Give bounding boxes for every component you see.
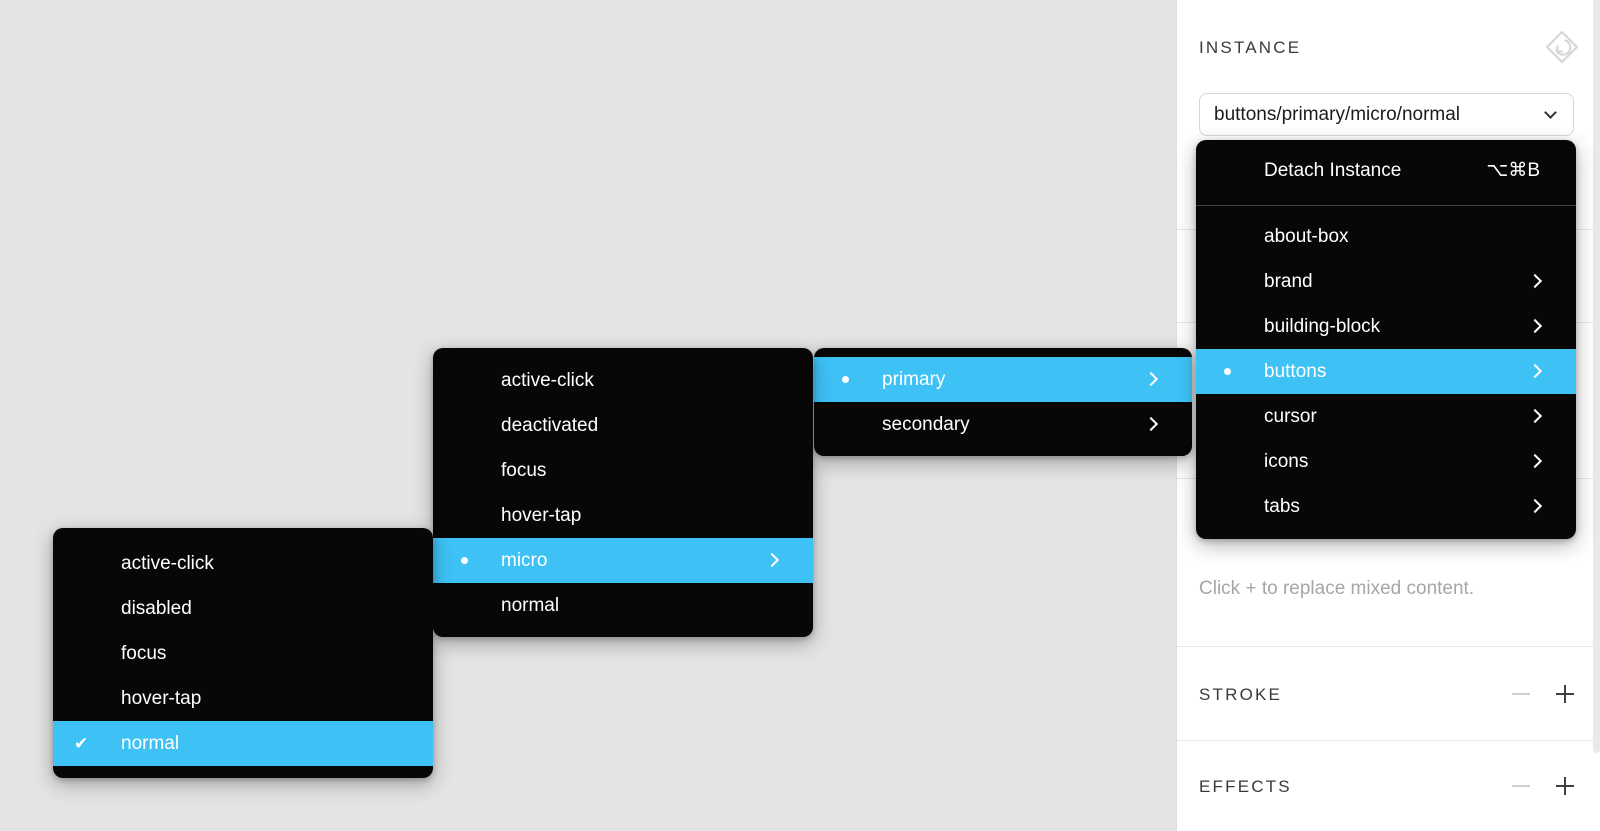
- submenu-arrow-icon: [1527, 363, 1543, 379]
- stroke-remove-button[interactable]: [1512, 693, 1530, 695]
- mixed-content-hint: Click + to replace mixed content.: [1199, 578, 1475, 599]
- checkmark-icon: ✔: [74, 734, 89, 753]
- instance-select-value: buttons/primary/micro/normal: [1214, 103, 1461, 125]
- menu-item-label: tabs: [1264, 495, 1300, 517]
- menu-item-label: brand: [1264, 270, 1313, 292]
- menu-item-label: primary: [882, 368, 946, 390]
- panel-divider: [1177, 646, 1600, 647]
- current-selection-bullet-icon: [1224, 368, 1231, 375]
- submenu-arrow-icon: [1527, 408, 1543, 424]
- menu-item-label: micro: [501, 549, 548, 571]
- menu-item-label: disabled: [121, 597, 192, 619]
- menu-item-about-box[interactable]: about-box: [1196, 214, 1576, 259]
- submenu-arrow-icon: [1527, 453, 1543, 469]
- menu-item-label: focus: [501, 459, 547, 481]
- menu-item-active-click[interactable]: active-click: [433, 358, 813, 403]
- stroke-add-button[interactable]: [1556, 685, 1574, 703]
- chevron-down-icon: [1544, 106, 1557, 119]
- menu-item-label: cursor: [1264, 405, 1317, 427]
- panel-divider: [1177, 740, 1600, 741]
- menu-item-building-block[interactable]: building-block: [1196, 304, 1576, 349]
- menu-item-label: hover-tap: [121, 687, 202, 709]
- component-dropdown-menu: Detach Instance ⌥⌘B about-box brand buil…: [1196, 140, 1576, 539]
- menu-item-buttons[interactable]: buttons: [1196, 349, 1576, 394]
- menu-item-label: icons: [1264, 450, 1309, 472]
- stroke-section-title: STROKE: [1199, 685, 1283, 704]
- submenu-arrow-icon: [764, 552, 780, 568]
- menu-item-primary[interactable]: primary: [814, 357, 1192, 402]
- menu-item-label: normal: [121, 732, 180, 754]
- instance-swap-icon[interactable]: [1543, 28, 1581, 66]
- menu-item-focus[interactable]: focus: [433, 448, 813, 493]
- menu-item-shortcut: ⌥⌘B: [1486, 160, 1540, 181]
- menu-item-active-click[interactable]: active-click: [53, 541, 433, 586]
- current-selection-bullet-icon: [842, 376, 849, 383]
- submenu-arrow-icon: [1143, 371, 1159, 387]
- menu-item-focus[interactable]: focus: [53, 631, 433, 676]
- menu-item-cursor[interactable]: cursor: [1196, 394, 1576, 439]
- menu-item-normal-selected[interactable]: ✔ normal: [53, 721, 433, 766]
- menu-item-normal[interactable]: normal: [433, 583, 813, 628]
- instance-section-title: INSTANCE: [1199, 38, 1302, 57]
- menu-item-deactivated[interactable]: deactivated: [433, 403, 813, 448]
- menu-item-disabled[interactable]: disabled: [53, 586, 433, 631]
- submenu-variant-group: primary secondary: [814, 348, 1192, 456]
- menu-item-label: deactivated: [501, 414, 599, 436]
- panel-scrollbar[interactable]: [1593, 0, 1600, 753]
- submenu-arrow-icon: [1527, 318, 1543, 334]
- menu-item-label: buttons: [1264, 360, 1327, 382]
- menu-item-label: Detach Instance: [1264, 159, 1402, 181]
- menu-item-hover-tap[interactable]: hover-tap: [53, 676, 433, 721]
- effects-section-title: EFFECTS: [1199, 777, 1292, 796]
- menu-item-hover-tap[interactable]: hover-tap: [433, 493, 813, 538]
- submenu-variant-state: active-click disabled focus hover-tap ✔ …: [53, 528, 433, 778]
- menu-item-label: building-block: [1264, 315, 1381, 337]
- menu-item-tabs[interactable]: tabs: [1196, 484, 1576, 529]
- menu-separator: [1196, 205, 1576, 206]
- submenu-arrow-icon: [1527, 273, 1543, 289]
- menu-item-label: about-box: [1264, 225, 1349, 247]
- menu-item-label: focus: [121, 642, 167, 664]
- menu-item-label: secondary: [882, 413, 970, 435]
- instance-select[interactable]: buttons/primary/micro/normal: [1199, 93, 1574, 136]
- menu-item-label: active-click: [121, 552, 214, 574]
- menu-item-detach-instance[interactable]: Detach Instance ⌥⌘B: [1196, 148, 1576, 193]
- effects-remove-button[interactable]: [1512, 785, 1530, 787]
- effects-add-button[interactable]: [1556, 777, 1574, 795]
- submenu-arrow-icon: [1527, 498, 1543, 514]
- submenu-variant-size: active-click deactivated focus hover-tap…: [433, 348, 813, 637]
- submenu-arrow-icon: [1143, 416, 1159, 432]
- menu-item-micro[interactable]: micro: [433, 538, 813, 583]
- current-selection-bullet-icon: [461, 557, 468, 564]
- menu-item-secondary[interactable]: secondary: [814, 402, 1192, 447]
- menu-item-icons[interactable]: icons: [1196, 439, 1576, 484]
- menu-item-brand[interactable]: brand: [1196, 259, 1576, 304]
- menu-item-label: hover-tap: [501, 504, 582, 526]
- menu-item-label: active-click: [501, 369, 594, 391]
- menu-item-label: normal: [501, 594, 560, 616]
